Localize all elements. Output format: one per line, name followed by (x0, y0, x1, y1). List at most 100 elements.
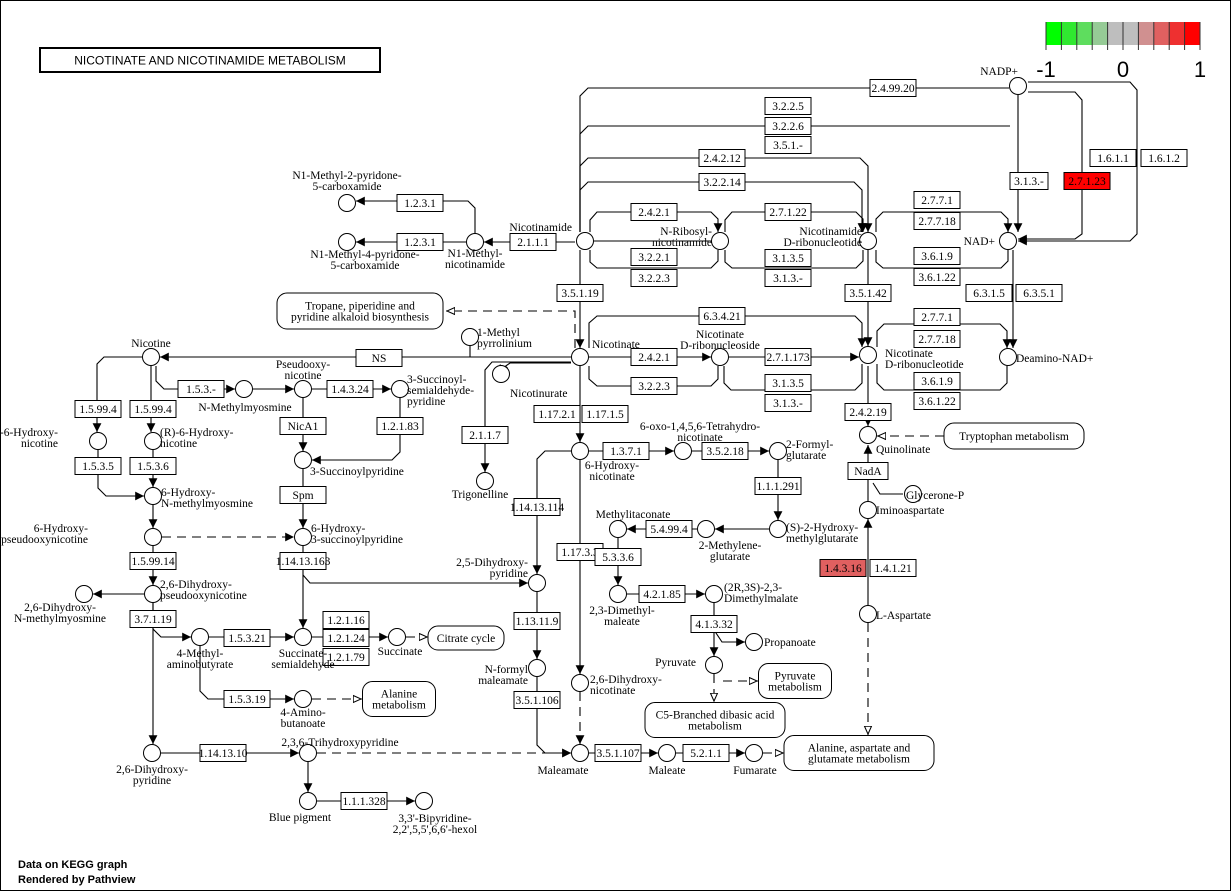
enzyme-box[interactable]: 6.3.4.21 (698, 307, 746, 325)
enzyme-box[interactable]: 3.5.1.- (764, 136, 812, 154)
enzyme-box[interactable]: 2.7.7.1 (913, 191, 961, 209)
compound-node[interactable]: Quinolinate (859, 426, 931, 457)
enzyme-box[interactable]: 1.5.3.- (177, 380, 225, 398)
enzyme-box[interactable]: 3.1.3.5 (764, 249, 812, 267)
enzyme-box[interactable]: 3.5.1.19 (556, 284, 604, 302)
enzyme-box[interactable]: 1.14.13.10 (199, 744, 248, 762)
enzyme-box[interactable]: 1.5.3.5 (74, 457, 122, 475)
enzyme-box[interactable]: 3.5.1.42 (844, 284, 892, 302)
enzyme-box[interactable]: 1.3.7.1 (602, 442, 650, 460)
enzyme-box[interactable]: 1.5.3.6 (129, 457, 177, 475)
enzyme-box[interactable]: 2.4.2.1 (630, 348, 678, 366)
compound-node[interactable]: Methylitaconate (596, 509, 671, 538)
enzyme-box[interactable]: 3.6.1.22 (913, 268, 961, 286)
compound-node[interactable]: (R)-6-Hydroxy-nicotine (144, 427, 234, 450)
enzyme-box[interactable]: 1.6.1.2 (1140, 149, 1188, 167)
compound-node[interactable]: Blue pigment (269, 792, 332, 825)
enzyme-box[interactable]: 1.4.3.24 (326, 380, 374, 398)
enzyme-box[interactable]: 1.5.99.4 (129, 400, 177, 418)
compound-node[interactable]: 2,6-Dihydroxy-pyridine (116, 744, 188, 788)
enzyme-box[interactable]: 6.3.5.1 (1015, 284, 1063, 302)
enzyme-box[interactable]: 3.1.3.- (764, 394, 812, 412)
enzyme-box[interactable]: 3.2.2.6 (764, 117, 812, 135)
enzyme-box[interactable]: NadA (847, 462, 889, 480)
compound-node[interactable]: 6-Hydroxy-pseudooxynicotine (1, 523, 162, 546)
enzyme-box[interactable]: 3.1.3.- (1009, 172, 1049, 190)
enzyme-box[interactable]: 1.2.1.83 (376, 417, 424, 435)
compound-node[interactable]: NAD+ (964, 232, 1017, 250)
enzyme-box[interactable]: 1.5.3.19 (223, 690, 271, 708)
enzyme-box[interactable]: 3.1.3.5 (764, 374, 812, 392)
enzyme-box[interactable]: 1.2.1.24 (322, 629, 370, 647)
compound-node[interactable]: NADP+ (980, 66, 1027, 95)
compound-node[interactable]: Maleamate (537, 744, 589, 778)
compound-node[interactable]: N-Methylmyosmine (198, 380, 292, 415)
compound-node[interactable]: (2R,3S)-2,3-Dimethylmalate (705, 582, 799, 605)
compound-node[interactable]: Deamino-NAD+ (999, 348, 1094, 366)
enzyme-box[interactable]: 3.2.2.14 (698, 173, 746, 191)
compound-node[interactable]: 3,3'-Bipyridine-2,2',5,5',6,6'-hexol (393, 792, 477, 837)
enzyme-box[interactable]: 1.14.13.163 (276, 552, 331, 570)
enzyme-box[interactable]: 2.4.2.19 (844, 403, 892, 421)
pathway-map-link[interactable]: Citrate cycle (427, 625, 505, 651)
compound-node[interactable]: Propanoate (745, 633, 816, 651)
enzyme-box[interactable]: 5.3.3.6 (594, 548, 642, 566)
enzyme-box[interactable]: 1.17.2.1 (533, 405, 581, 423)
enzyme-box[interactable]: 1.17.1.5 (581, 405, 629, 423)
compound-node[interactable]: N1-Methyl-4-pyridone-5-carboxamide (310, 233, 420, 273)
enzyme-box[interactable]: 1.17.3.3 (556, 543, 604, 561)
compound-node[interactable]: 6-Hydroxy-3-succinoylpyridine (294, 523, 403, 546)
enzyme-box[interactable]: 1.4.1.21 (869, 559, 917, 577)
enzyme-box[interactable]: 1.1.1.291 (754, 477, 802, 495)
enzyme-box[interactable]: 2.7.7.1 (913, 308, 961, 326)
enzyme-box[interactable]: 2.7.1.23 (1063, 172, 1111, 190)
enzyme-box[interactable]: 3.2.2.3 (630, 377, 678, 395)
compound-node[interactable]: N1-Methyl-nicotinamide (445, 233, 505, 272)
compound-node[interactable]: 2,6-Dihydroxy-N-methylmyosmine (14, 585, 106, 626)
compound-node[interactable]: Nicotine (131, 338, 171, 366)
compound-node[interactable]: 2,6-Dihydroxy-nicotinate (571, 674, 663, 697)
compound-node[interactable]: 3-Succinoyl-semialdehyde-pyridine (391, 374, 475, 408)
compound-node[interactable]: Trigonelline (452, 472, 508, 502)
compound-node[interactable]: (S)-6-Hydroxy-nicotine (0, 427, 107, 450)
enzyme-box[interactable]: 2.7.1.22 (764, 203, 812, 221)
enzyme-box[interactable]: 1.13.11.9 (513, 612, 561, 630)
enzyme-box[interactable]: 1.14.13.114 (510, 498, 564, 516)
compound-node[interactable]: Iminoaspartate (859, 501, 945, 519)
enzyme-box[interactable]: 1.5.99.14 (129, 552, 177, 570)
enzyme-box[interactable]: 1.2.3.1 (396, 233, 444, 251)
enzyme-box[interactable]: 3.1.3.- (764, 269, 812, 287)
enzyme-box[interactable]: 2.4.2.12 (698, 149, 746, 167)
enzyme-box[interactable]: 2.4.2.1 (630, 203, 678, 221)
enzyme-box[interactable]: 2.1.1.1 (509, 233, 557, 251)
enzyme-box[interactable]: 6.3.1.5 (965, 284, 1013, 302)
compound-node[interactable]: 2-Formyl-glutarate (769, 439, 834, 462)
enzyme-box[interactable]: 4.2.1.85 (638, 585, 686, 603)
enzyme-box[interactable]: 2.1.1.7 (461, 426, 509, 444)
pathway-map-link[interactable]: Tryptophan metabolism (943, 422, 1085, 450)
enzyme-box[interactable]: NS (355, 349, 403, 367)
compound-node[interactable]: Maleate (648, 744, 686, 778)
compound-node[interactable]: 6-oxo-1,4,5,6-Tetrahydro-nicotinate (640, 421, 760, 460)
compound-node[interactable]: Nicotinurate (492, 365, 568, 401)
compound-node[interactable]: 3-Succinoylpyridine (294, 451, 404, 479)
enzyme-box[interactable]: Spm (279, 486, 327, 504)
compound-node[interactable]: Succinate-semialdehyde (271, 628, 335, 672)
compound-node[interactable]: N1-Methyl-2-pyridone-5-carboxamide (292, 170, 402, 212)
compound-node[interactable]: Pyruvate (655, 656, 723, 674)
enzyme-box[interactable]: 3.2.2.1 (630, 248, 678, 266)
enzyme-box[interactable]: NicA1 (279, 417, 327, 435)
enzyme-box[interactable]: 1.6.1.1 (1089, 149, 1137, 167)
enzyme-box[interactable]: 1.4.3.16 (819, 559, 867, 577)
compound-node[interactable]: Pseudooxy-nicotine (276, 359, 330, 398)
enzyme-box[interactable]: 1.1.1.328 (340, 792, 388, 810)
enzyme-box[interactable]: 1.2.1.16 (322, 611, 370, 629)
enzyme-box[interactable]: 1.2.3.1 (396, 194, 444, 212)
compound-node[interactable]: Succinate (378, 628, 423, 659)
